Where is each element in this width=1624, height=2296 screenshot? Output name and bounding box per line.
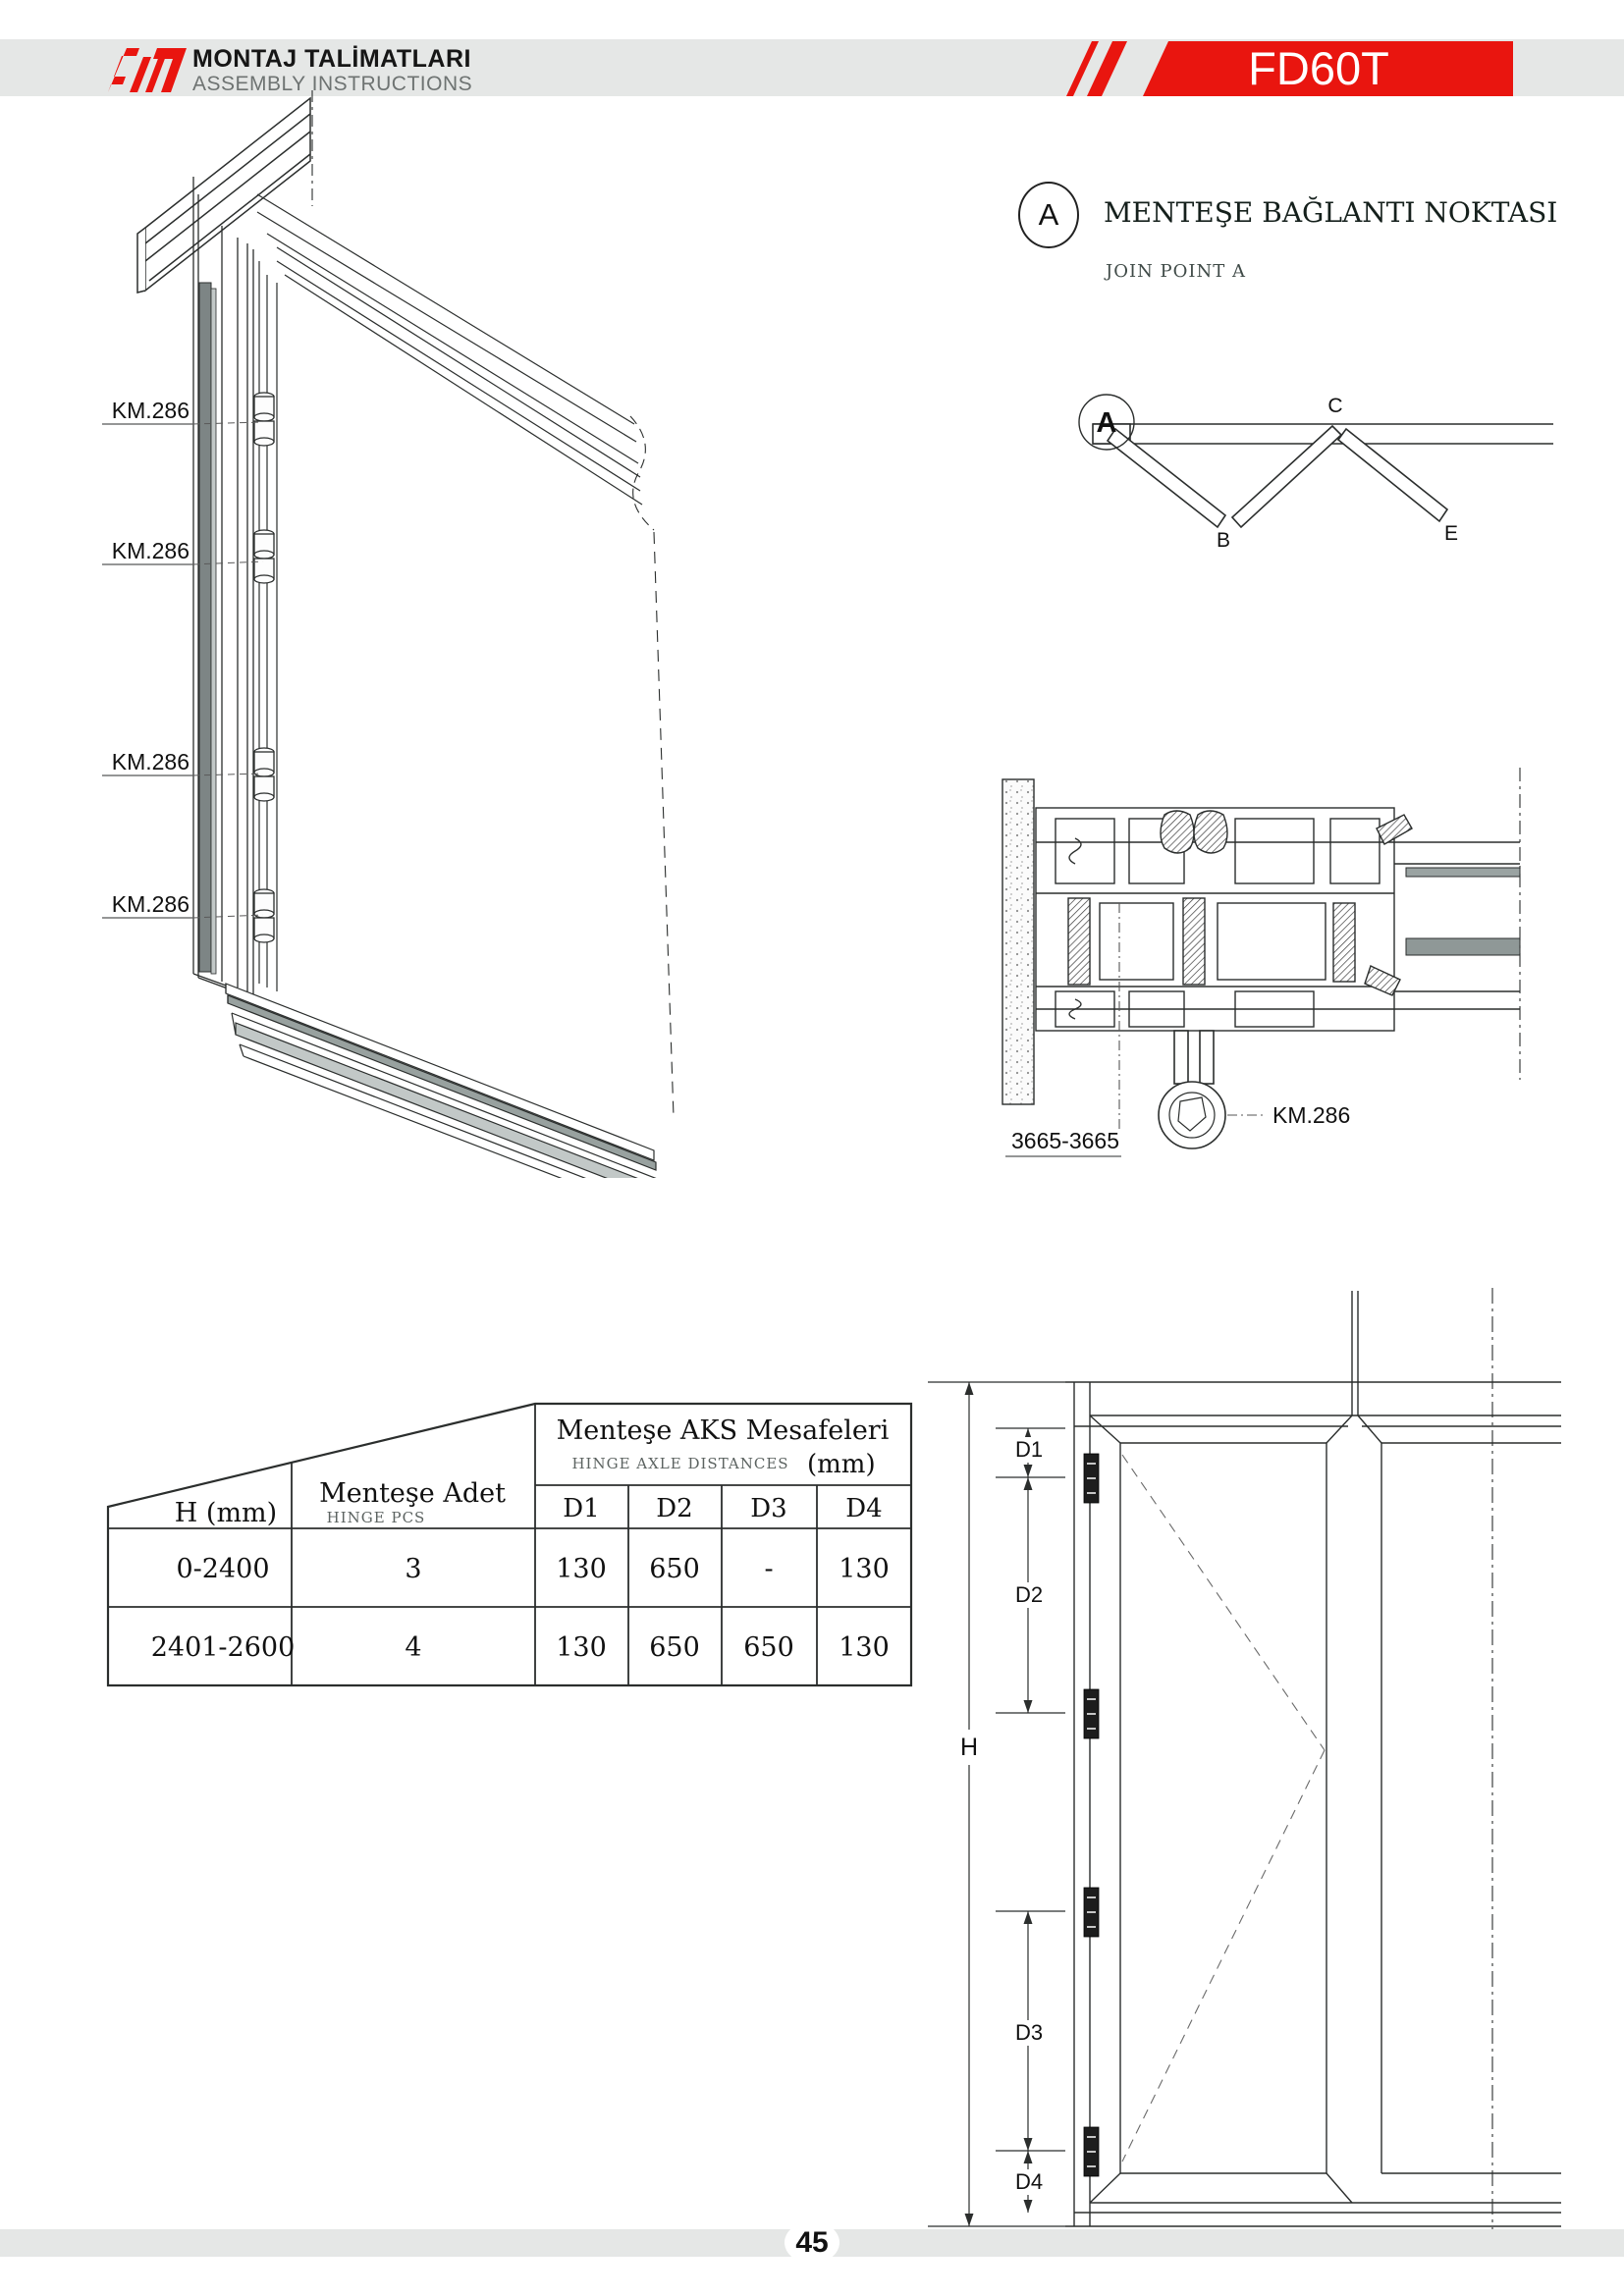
svg-text:-: - [764, 1554, 773, 1584]
table-col-d4: D4 [845, 1494, 882, 1523]
elevation-d2-label: D2 [1015, 1582, 1043, 1607]
iso-hinge-label-3: KM.286 [112, 749, 189, 774]
svg-text:2401-2600: 2401-2600 [151, 1632, 296, 1663]
iso-hinge-label-4: KM.286 [112, 891, 189, 917]
schematic-point-e: E [1444, 522, 1458, 545]
svg-text:130: 130 [556, 1632, 607, 1663]
product-banner: FD60T [1066, 41, 1513, 96]
table-row: 2401-2600 4 130 650 650 130 [151, 1632, 890, 1663]
svg-text:650: 650 [649, 1632, 700, 1663]
svg-text:130: 130 [839, 1554, 890, 1584]
join-point-marker: A [1018, 182, 1079, 248]
table-col-h: H (mm) [175, 1498, 277, 1528]
header-title-en: ASSEMBLY INSTRUCTIONS [192, 73, 473, 95]
svg-text:4: 4 [405, 1632, 421, 1663]
svg-text:130: 130 [556, 1554, 607, 1584]
section-detail: KM.286 3665-3665 [1001, 768, 1521, 1157]
svg-text:0-2400: 0-2400 [176, 1554, 269, 1584]
company-logo-icon [108, 48, 187, 92]
folding-schematic: A B C E [1078, 394, 1553, 552]
section-dimension-label: 3665-3665 [1011, 1128, 1119, 1153]
schematic-point-b: B [1217, 529, 1230, 552]
elevation-h-label: H [960, 1734, 978, 1761]
table-col-d3: D3 [750, 1494, 786, 1523]
elevation-d3-label: D3 [1015, 2020, 1043, 2045]
table-col-hinge: Menteşe Adet [319, 1478, 506, 1509]
page-number-badge: 45 [785, 2221, 839, 2264]
svg-text:650: 650 [649, 1554, 700, 1584]
schematic-point-c: C [1327, 395, 1342, 417]
svg-text:130: 130 [839, 1632, 890, 1663]
section-hinge-label: KM.286 [1272, 1102, 1350, 1128]
join-point-subtitle: JOIN POINT A [1106, 261, 1247, 282]
table-group-title: Menteşe AKS Mesafeleri [557, 1415, 890, 1446]
elevation-d4-label: D4 [1015, 2169, 1043, 2194]
join-point-letter: A [1038, 197, 1059, 232]
table-col-d1: D1 [563, 1494, 599, 1523]
table-col-hinge-sub: HINGE PCS [327, 1509, 426, 1526]
isometric-drawing: KM.286 KM.286 KM.286 KM.286 [102, 90, 675, 1178]
join-point-title: MENTEŞE BAĞLANTI NOKTASI [1104, 196, 1558, 229]
product-code: FD60T [1248, 42, 1389, 94]
table-col-d2: D2 [656, 1494, 692, 1523]
header-title-tr: MONTAJ TALİMATLARI [192, 45, 471, 73]
svg-text:3: 3 [405, 1554, 421, 1584]
table-group-subtitle: HINGE AXLE DISTANCES [571, 1455, 788, 1472]
iso-hinge-label-1: KM.286 [112, 398, 189, 423]
page-number: 45 [795, 2225, 829, 2259]
hinge-table: Menteşe AKS Mesafeleri HINGE AXLE DISTAN… [106, 1402, 913, 1687]
elevation-d1-label: D1 [1015, 1437, 1043, 1462]
svg-text:650: 650 [743, 1632, 794, 1663]
iso-hinge-label-2: KM.286 [112, 538, 189, 563]
table-group-unit: (mm) [807, 1450, 876, 1479]
table-row: 0-2400 3 130 650 - 130 [176, 1554, 889, 1584]
elevation-drawing: H D1 D2 D3 D4 [928, 1288, 1561, 2243]
schematic-point-a: A [1097, 407, 1117, 439]
